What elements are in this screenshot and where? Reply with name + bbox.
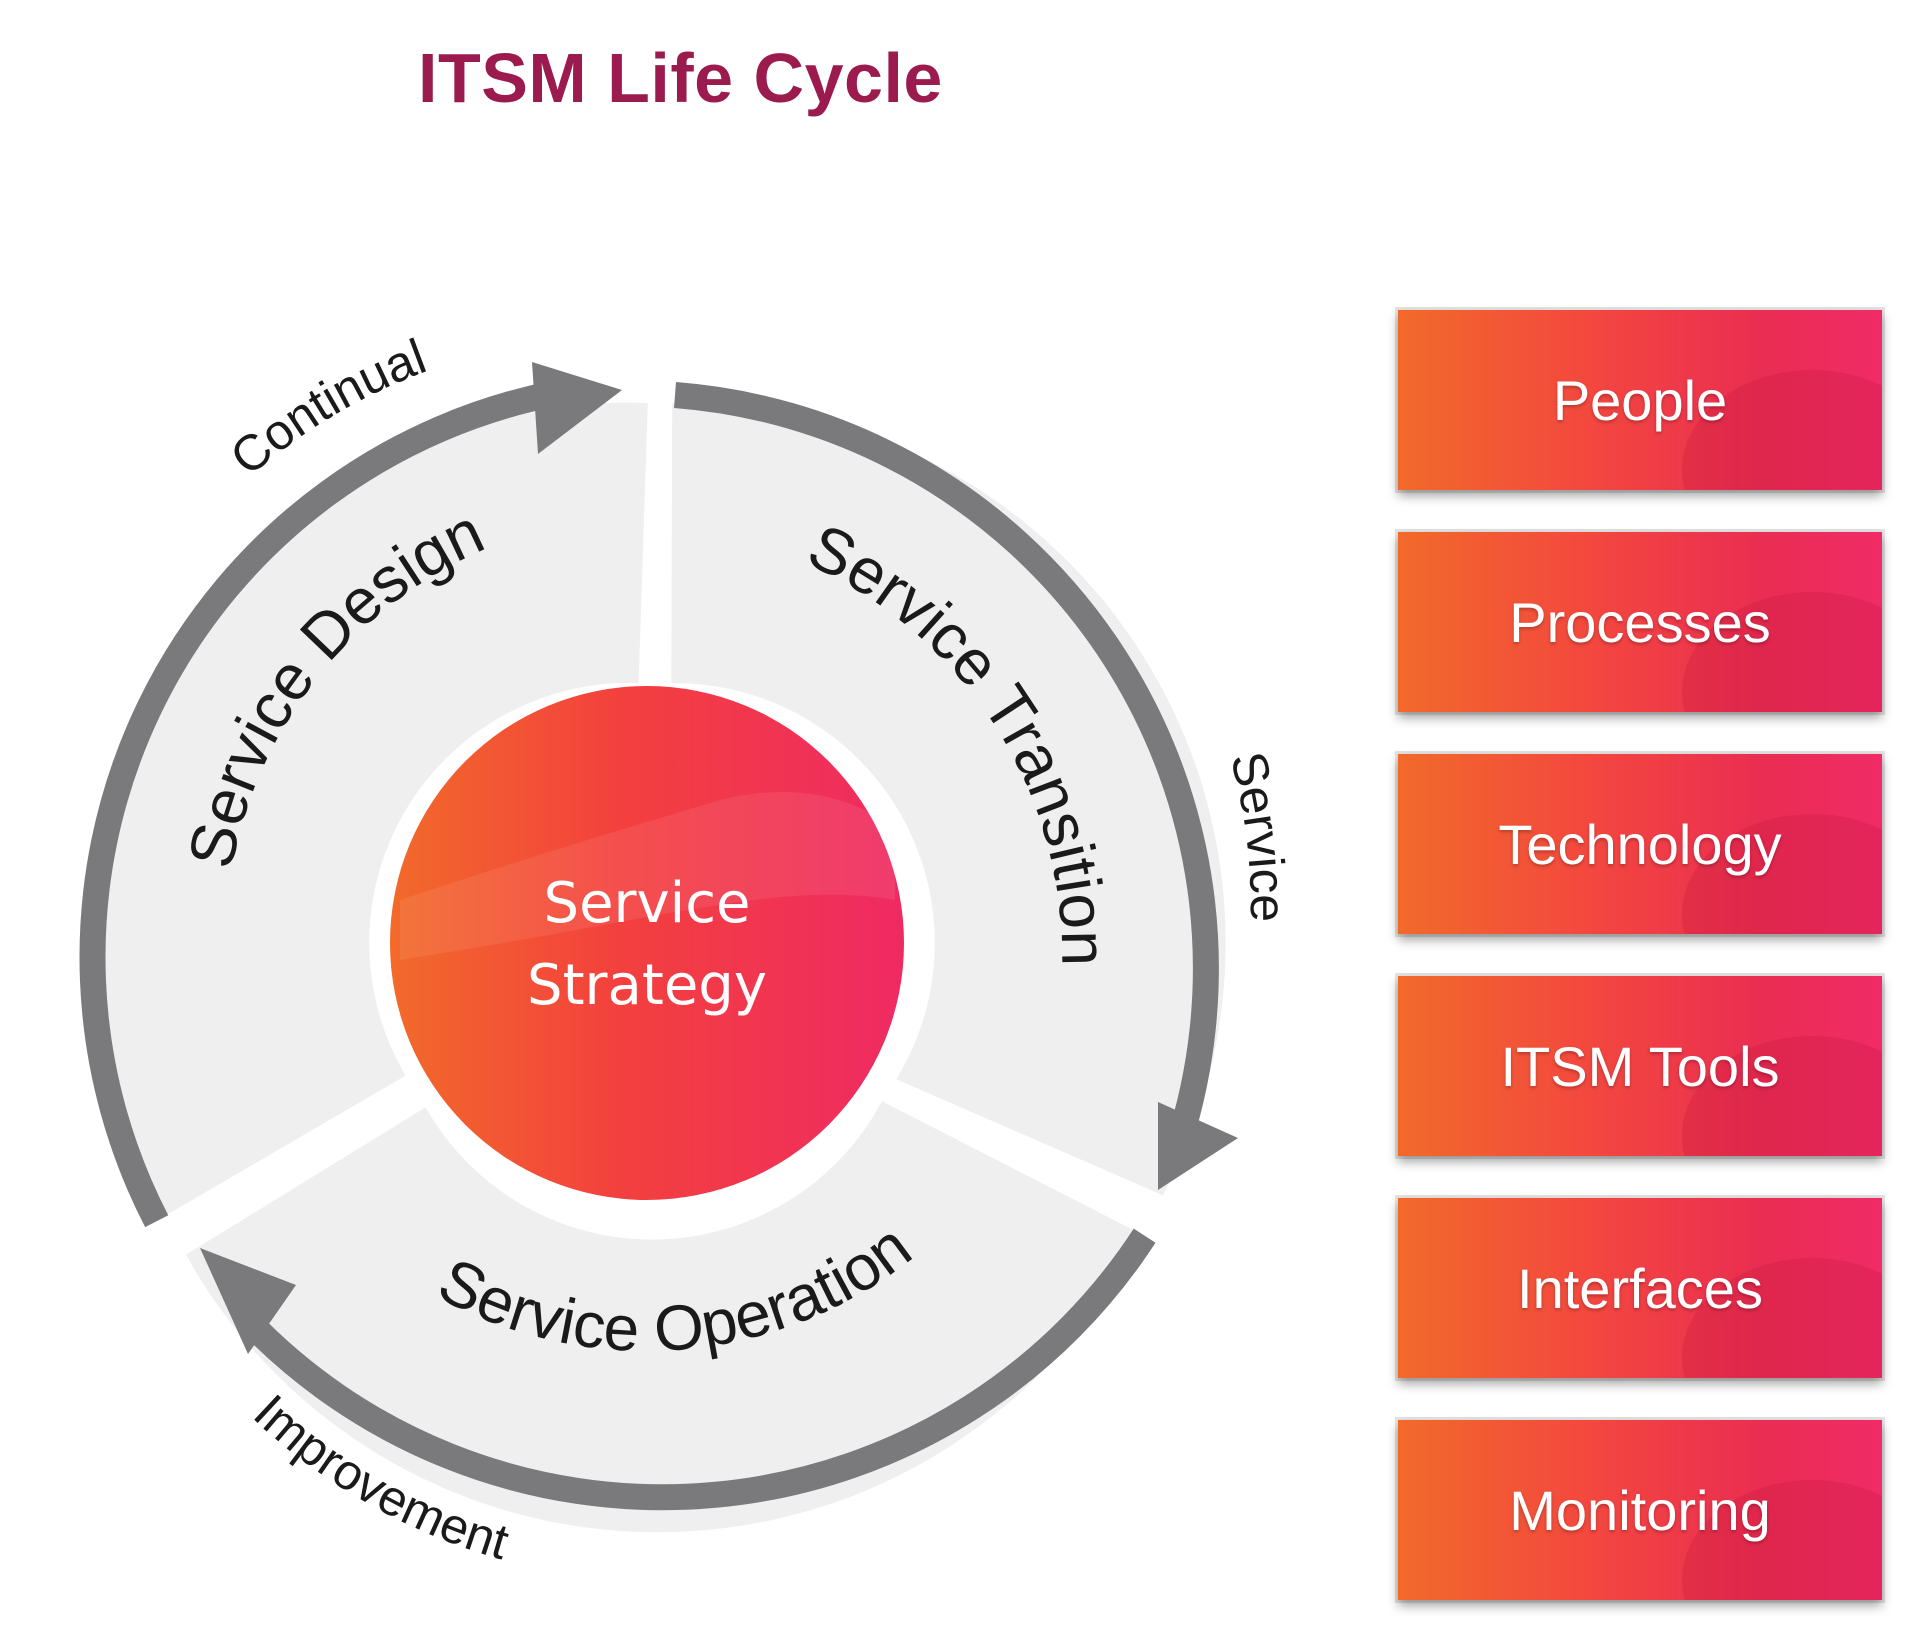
lifecycle-diagram: Service Strategy Service Design Service … (79, 328, 1296, 1570)
core-label-line2: Strategy (527, 953, 767, 1018)
page-title: ITSM Life Cycle (418, 39, 943, 117)
arrow-service-right (673, 382, 1219, 1149)
arrowheads (200, 362, 1238, 1354)
pillar-people: People (1398, 310, 1882, 490)
pillar-monitoring: Monitoring (1398, 1420, 1882, 1600)
pillar-label: Interfaces (1517, 1256, 1763, 1320)
core-label-line1: Service (544, 871, 751, 936)
pillar-technology: Technology (1398, 754, 1882, 934)
pillar-processes: Processes (1398, 532, 1882, 712)
pillar-label: Technology (1498, 812, 1782, 876)
pillar-label: Monitoring (1509, 1478, 1771, 1542)
sector-service-operation (185, 1101, 1141, 1533)
pillar-list: People Processes Technology ITSM Tools I… (1398, 310, 1882, 1642)
arrow-improvement-bottom (237, 1228, 1156, 1511)
core-highlight (400, 791, 895, 960)
pillar-label: People (1552, 368, 1728, 432)
improvement-word-service: Service (1220, 746, 1296, 922)
core-circle (390, 686, 904, 1200)
arrowhead-right (1158, 1102, 1238, 1190)
arrow-continual-top (79, 380, 559, 1228)
pillar-label: Processes (1509, 590, 1771, 654)
pillar-label: ITSM Tools (1500, 1034, 1780, 1098)
pillar-itsm-tools: ITSM Tools (1398, 976, 1882, 1156)
sector-service-design (89, 402, 648, 1217)
improvement-arrows (79, 380, 1219, 1511)
pillar-interfaces: Interfaces (1398, 1198, 1882, 1378)
arrowhead-top (532, 362, 622, 454)
arrowhead-bottom (200, 1248, 296, 1354)
